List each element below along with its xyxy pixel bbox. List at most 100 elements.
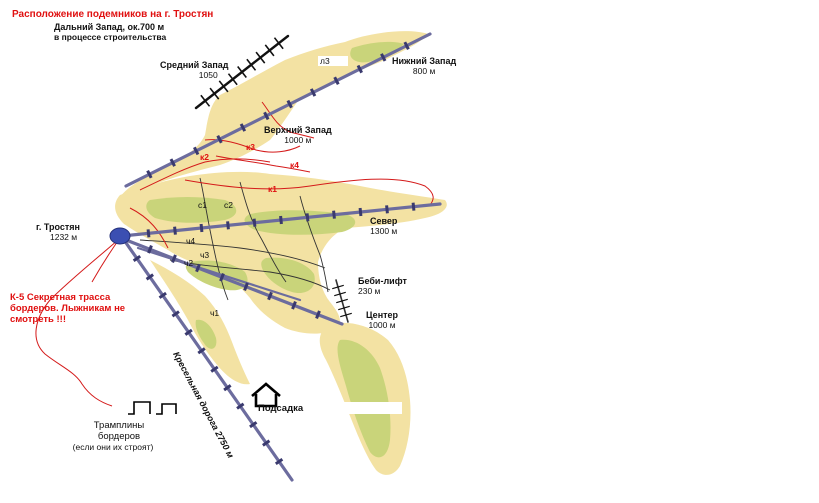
- lift-pylon: [226, 221, 230, 230]
- trail-tag-ch2: ч2: [184, 258, 194, 268]
- lift-pylon: [273, 37, 284, 50]
- lift-pylon: [279, 215, 283, 225]
- lift-pylon: [243, 282, 249, 291]
- lift-line-inner: [136, 246, 302, 302]
- trail-tag-ch4: ч4: [186, 236, 196, 246]
- trail-red-west: [129, 207, 169, 249]
- ski-jumps-note: (если они их строят): [72, 442, 154, 452]
- lift-center-label: Центер 1000 м: [366, 310, 398, 330]
- lift-pylon: [264, 44, 275, 57]
- forest-patch: [337, 339, 391, 458]
- lift-mid-west-label: Средний Запад 1050: [160, 60, 229, 80]
- lift-pylon: [227, 73, 238, 86]
- lift-north-label: Север 1300 м: [370, 216, 397, 236]
- lift-pylons: [132, 37, 416, 466]
- lift-pylon: [197, 347, 206, 355]
- lift-upper-west-label: Верхний Запад 1000 м: [264, 125, 332, 145]
- lift-pylon: [147, 245, 153, 254]
- lift-pylon: [246, 58, 257, 71]
- peak-label: г. Тростян 1232 м: [36, 222, 80, 242]
- trail-tag-c1: с1: [198, 200, 207, 210]
- lift-mid-west-name: Средний Запад: [160, 60, 229, 70]
- lift-pylon: [403, 41, 410, 50]
- lift-pylon: [267, 291, 273, 301]
- lift-mid-west-length: 1050: [198, 70, 218, 80]
- lift-pylon: [193, 146, 200, 156]
- lift-baby-name: Беби-лифт: [358, 276, 407, 286]
- lift-pylon: [195, 263, 201, 273]
- trail-upper-west: [261, 101, 315, 139]
- lift-pylon: [385, 205, 389, 214]
- peak-marker: [109, 227, 131, 245]
- lift-pylon: [333, 76, 340, 86]
- lift-pylon: [411, 202, 416, 211]
- boarder-trail-note: К-5 Секретная трасса бордеров. Лыжникам …: [10, 292, 126, 325]
- podsadka-label: Подсадка: [258, 403, 304, 414]
- upper-slope-area: [118, 31, 428, 206]
- lift-pylon: [263, 111, 270, 121]
- lift-low-west-label: Нижний Запад 800 м: [392, 56, 456, 76]
- service-paths: [139, 177, 331, 301]
- lift-pylon: [171, 254, 177, 263]
- lift-pylon: [216, 134, 223, 144]
- lift-center-length: 1000 м: [368, 320, 396, 330]
- red-trails: [35, 101, 434, 407]
- trail-tag-ch3: ч3: [200, 250, 210, 260]
- lift-pylon: [340, 312, 352, 318]
- lift-pylon: [291, 301, 297, 310]
- house-icon: [251, 382, 281, 408]
- lift-pylon: [146, 229, 151, 238]
- lift-low-west-name: Нижний Запад: [392, 56, 457, 66]
- lift-pylon: [380, 53, 387, 62]
- lift-pylon: [200, 94, 211, 107]
- trail-k2: [139, 158, 271, 191]
- lift-far-west-note: в процессе строительства: [54, 32, 167, 42]
- lift-pylon: [338, 305, 350, 311]
- lift-north-name: Север: [370, 216, 398, 226]
- trail-boarder-k5-branch: [91, 237, 121, 283]
- lift-pylon: [334, 291, 346, 297]
- blank-label-box: [318, 402, 402, 414]
- trail-tag-k2: к2: [200, 152, 209, 162]
- forest-patch: [146, 197, 237, 223]
- trail-boarder-k5: [35, 239, 119, 407]
- lift-pylon: [173, 226, 177, 235]
- lift-pylon: [336, 298, 348, 304]
- lift-pylon: [218, 80, 229, 93]
- blank-label-box: [318, 56, 348, 66]
- lift-far-west-label: Дальний Запад, ок.700 м в процессе строи…: [54, 22, 166, 42]
- trail-k1: [184, 178, 434, 206]
- lift-pylon: [237, 65, 247, 79]
- trail-tag-ch1: ч1: [210, 308, 220, 318]
- forest-patch: [195, 319, 217, 349]
- lift-pylon: [239, 123, 247, 132]
- trail-tag-k4: к4: [290, 160, 299, 170]
- trail-tag-ld: л3: [320, 56, 330, 66]
- map-title: Расположение подемников на г. Тростян: [12, 9, 214, 20]
- lift-baby-length: 230 м: [358, 286, 381, 296]
- lift-pylon: [356, 64, 363, 74]
- lift-pylon: [249, 421, 258, 429]
- lift-pylon: [305, 213, 310, 222]
- peak-name: г. Тростян: [36, 222, 80, 232]
- lift-pylon: [236, 402, 245, 410]
- ski-jumps-name: Трамплины бордеров: [93, 420, 145, 442]
- lift-pylon: [332, 210, 336, 219]
- lift-pylon: [132, 254, 142, 262]
- lift-far-west-name: Дальний Запад, ок.700 м: [54, 22, 165, 32]
- ski-jump-icon: [128, 401, 177, 415]
- lift-pylon: [171, 310, 180, 318]
- peak-elevation: 1232 м: [50, 232, 78, 242]
- lift-pylon: [315, 310, 321, 319]
- lift-pylon: [255, 51, 266, 64]
- lift-pylon: [146, 170, 153, 179]
- lift-pylon: [274, 458, 284, 466]
- lift-pylon: [332, 284, 344, 290]
- lift-pylon: [358, 207, 363, 217]
- trail-tag-k1: к1: [268, 184, 277, 194]
- lift-pylon: [199, 223, 204, 233]
- forest-patch: [350, 41, 404, 63]
- lift-pylon: [262, 439, 271, 447]
- trail-tag-c2: с2: [224, 200, 233, 210]
